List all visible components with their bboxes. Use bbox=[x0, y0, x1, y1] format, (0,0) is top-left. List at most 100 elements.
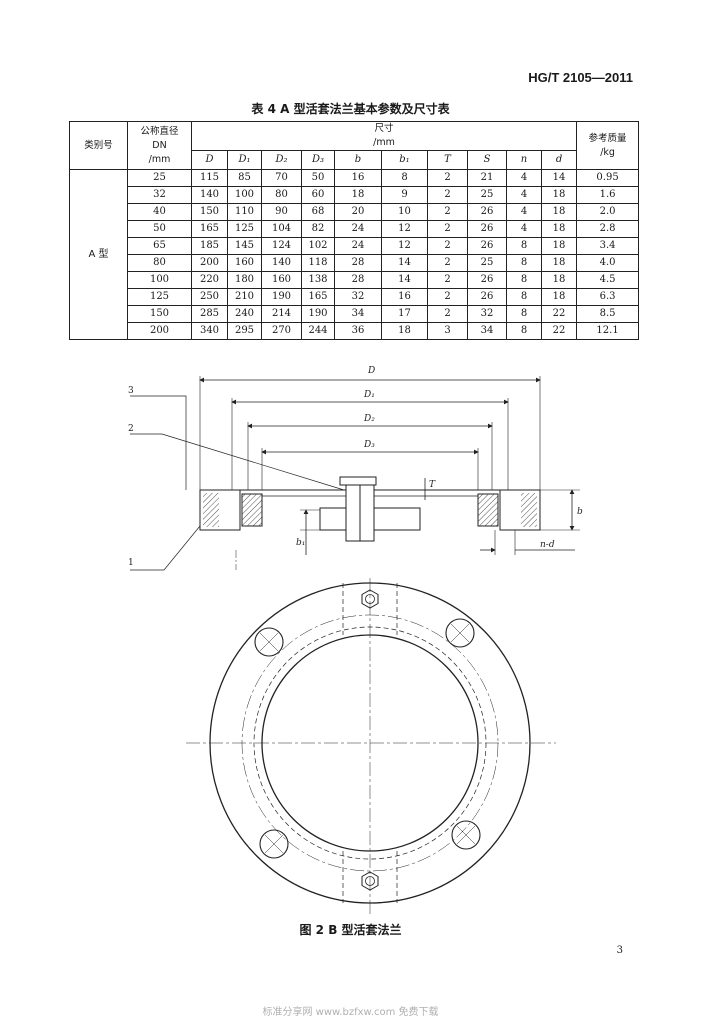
table-cell: 24 bbox=[334, 220, 382, 238]
table-cell: 110 bbox=[227, 203, 262, 221]
group-label: A 型 bbox=[69, 169, 128, 340]
table-cell: 26 bbox=[467, 288, 507, 306]
table-cell: 8 bbox=[381, 169, 428, 187]
callout-1: 1 bbox=[128, 558, 134, 568]
callout-2: 2 bbox=[128, 424, 134, 434]
table-cell: 2 bbox=[427, 254, 468, 272]
dim-label-b1: b₁ bbox=[296, 538, 305, 548]
table-cell: 4.5 bbox=[576, 271, 640, 289]
table-cell: 18 bbox=[540, 254, 578, 272]
dim-label-b: b bbox=[577, 507, 583, 517]
dim-label-D3: D₃ bbox=[363, 440, 375, 450]
table-cell: 214 bbox=[261, 305, 302, 323]
flange-drawing: D D₁ D₂ D₃ T b b₁ n-d 3 2 1 bbox=[128, 366, 583, 915]
table-cell: 26 bbox=[467, 203, 507, 221]
table-cell: 34 bbox=[334, 305, 382, 323]
section-view bbox=[199, 476, 541, 570]
table-cell: 250 bbox=[191, 288, 228, 306]
subheader-D3: D₃ bbox=[301, 150, 335, 170]
table-cell: 40 bbox=[127, 203, 192, 221]
header-dn: 公称直径 DN /mm bbox=[127, 121, 192, 170]
table-cell: 60 bbox=[301, 186, 335, 204]
table-cell: 82 bbox=[301, 220, 335, 238]
table-cell: 70 bbox=[261, 169, 302, 187]
table-cell: 240 bbox=[227, 305, 262, 323]
table-cell: 340 bbox=[191, 322, 228, 340]
table-cell: 85 bbox=[227, 169, 262, 187]
table-cell: 20 bbox=[334, 203, 382, 221]
table-cell: 18 bbox=[540, 203, 578, 221]
table-cell: 25 bbox=[467, 254, 507, 272]
table-cell: 2 bbox=[427, 220, 468, 238]
dim-label-D2: D₂ bbox=[363, 414, 375, 424]
table-cell: 115 bbox=[191, 169, 228, 187]
table-cell: 2 bbox=[427, 186, 468, 204]
table-cell: 4 bbox=[506, 220, 542, 238]
table-cell: 2 bbox=[427, 305, 468, 323]
header-mass-line1: 参考质量 bbox=[588, 132, 627, 144]
figure-title: 图 2 B 型活套法兰 bbox=[299, 923, 402, 937]
table-cell: 4 bbox=[506, 169, 542, 187]
table-cell: 2 bbox=[427, 203, 468, 221]
table-cell: 32 bbox=[127, 186, 192, 204]
table-cell: 2.0 bbox=[576, 203, 640, 221]
table-cell: 2 bbox=[427, 271, 468, 289]
table-cell: 68 bbox=[301, 203, 335, 221]
header-type: 类别号 bbox=[69, 121, 128, 170]
table-cell: 145 bbox=[227, 237, 262, 255]
table-cell: 8 bbox=[506, 237, 542, 255]
header-mass-line2: /kg bbox=[600, 146, 615, 158]
table-cell: 165 bbox=[301, 288, 335, 306]
table-cell: 6.3 bbox=[576, 288, 640, 306]
subheader-b1: b₁ bbox=[381, 150, 428, 170]
header-size-line1: 尺寸 bbox=[374, 123, 394, 134]
table-cell: 160 bbox=[227, 254, 262, 272]
dim-label-D1: D₁ bbox=[363, 390, 375, 400]
table-cell: 14 bbox=[381, 271, 428, 289]
table-cell: 22 bbox=[540, 305, 578, 323]
header-dn-line1: 公称直径 bbox=[140, 125, 179, 137]
table-cell: 0.95 bbox=[576, 169, 640, 187]
table-cell: 26 bbox=[467, 237, 507, 255]
dimension-labels: D D₁ D₂ D₃ T b b₁ n-d bbox=[296, 366, 583, 550]
table-cell: 8.5 bbox=[576, 305, 640, 323]
table-cell: 32 bbox=[467, 305, 507, 323]
table-cell: 4 bbox=[506, 186, 542, 204]
table-cell: 18 bbox=[540, 237, 578, 255]
table-cell: 3 bbox=[427, 322, 468, 340]
standard-code: HG/T 2105—2011 bbox=[528, 70, 633, 85]
table-cell: 2 bbox=[427, 169, 468, 187]
table-cell: 102 bbox=[301, 237, 335, 255]
header-dn-line2: DN bbox=[152, 139, 167, 151]
dim-label-nd: n-d bbox=[540, 540, 555, 550]
table-cell: 24 bbox=[334, 237, 382, 255]
subheader-n: n bbox=[506, 150, 542, 170]
table-cell: 150 bbox=[127, 305, 192, 323]
subheader-D2: D₂ bbox=[261, 150, 302, 170]
table-cell: 8 bbox=[506, 288, 542, 306]
table-cell: 118 bbox=[301, 254, 335, 272]
subheader-d: d bbox=[540, 150, 578, 170]
table-cell: 100 bbox=[127, 271, 192, 289]
table-cell: 18 bbox=[540, 271, 578, 289]
table-cell: 28 bbox=[334, 254, 382, 272]
callouts bbox=[130, 395, 345, 571]
table-cell: 12.1 bbox=[576, 322, 640, 340]
table-cell: 100 bbox=[227, 186, 262, 204]
table-cell: 295 bbox=[227, 322, 262, 340]
table-cell: 18 bbox=[381, 322, 428, 340]
table-cell: 17 bbox=[381, 305, 428, 323]
table-cell: 2 bbox=[427, 288, 468, 306]
table-cell: 244 bbox=[301, 322, 335, 340]
watermark: 标准分享网 www.bzfxw.com 免费下载 bbox=[262, 1007, 439, 1018]
table-cell: 1.6 bbox=[576, 186, 640, 204]
table-cell: 138 bbox=[301, 271, 335, 289]
